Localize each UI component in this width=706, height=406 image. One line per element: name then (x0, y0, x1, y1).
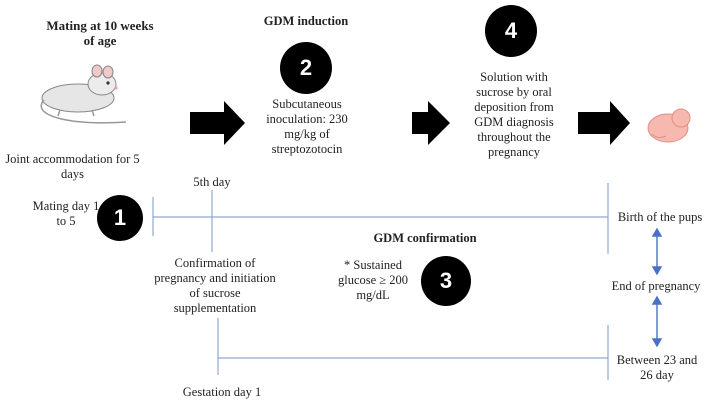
arrow-right-icon (578, 101, 630, 145)
gestation-duration-label: Between 23 and 26 day (616, 353, 698, 382)
double-arrow-icon (651, 227, 663, 276)
end-of-pregnancy-label: End of pregnancy (611, 279, 701, 293)
gestation-day1-label: Gestation day 1 (182, 385, 262, 399)
streptozotocin-description: Subcutaneous inoculation: 230 mg/kg of s… (266, 97, 348, 156)
step-3-badge: 3 (421, 256, 471, 306)
mating-title: Mating at 10 weeks of age (46, 18, 154, 48)
arrow-right-icon (412, 101, 450, 145)
sucrose-description: Solution with sucrose by oral deposition… (474, 70, 554, 159)
joint-accommodation-caption: Joint accommodation for 5 days (5, 152, 140, 181)
mouse-icon (40, 64, 127, 124)
birth-label: Birth of the pups (617, 210, 703, 224)
gdm-induction-title: GDM induction (263, 14, 349, 28)
double-arrow-icon (651, 295, 663, 348)
step-2-badge: 2 (280, 42, 332, 94)
glucose-criterion: * Sustained glucose ≥ 200 mg/dL (337, 258, 409, 302)
timeline-lines (152, 183, 609, 380)
step-4-badge: 4 (485, 5, 537, 57)
step-1-badge: 1 (97, 195, 143, 241)
arrow-right-icon (190, 101, 245, 145)
pregnancy-confirmation-label: Confirmation of pregnancy and initiation… (154, 256, 276, 315)
day5-label: 5th day (193, 175, 231, 189)
mating-days-label: Mating day 1 to 5 (32, 199, 100, 228)
pup-icon (647, 108, 691, 143)
gdm-confirmation-title: GDM confirmation (373, 231, 477, 245)
